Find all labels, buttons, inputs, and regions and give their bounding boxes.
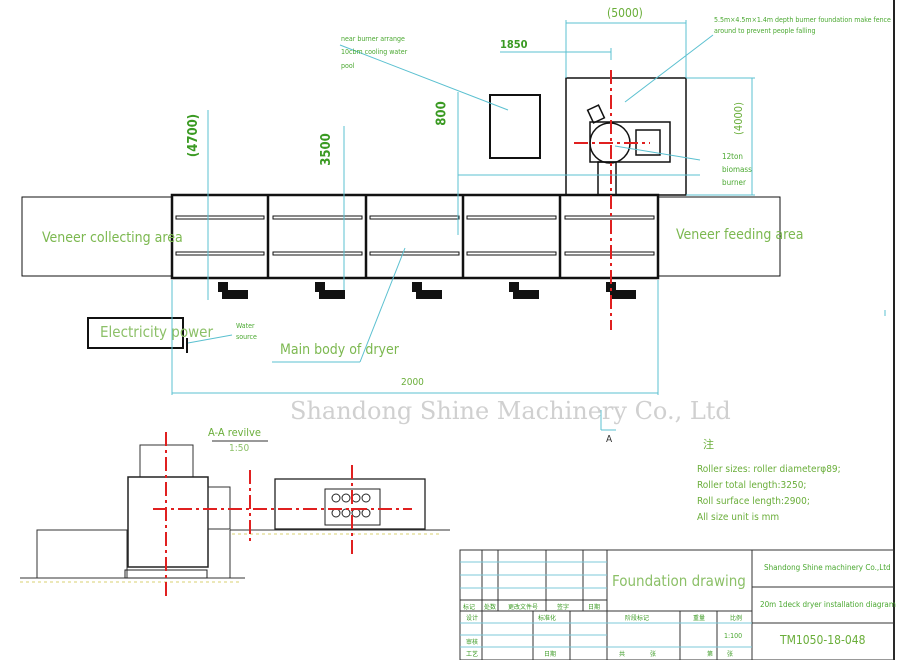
tb-label: 处数	[484, 604, 497, 611]
drawing-number: TM1050-18-048	[780, 633, 866, 647]
electricity-power-box	[87, 317, 184, 349]
label-main-body: Main body of dryer	[280, 342, 399, 358]
dimension-lines	[171, 20, 886, 431]
notes: Roller sizes: roller diameterφ89; Roller…	[697, 462, 841, 526]
note-line: Roller sizes: roller diameterφ89;	[697, 464, 841, 475]
dim-total-length: 2000	[401, 377, 424, 388]
tb-label: 重量	[693, 615, 706, 622]
annotation-cooling-pool-3: pool	[341, 62, 355, 70]
tb-label: 日期	[544, 651, 557, 658]
tb-label: 审核	[466, 639, 479, 646]
annotation-burner: 12ton	[722, 152, 743, 161]
watermark: Shandong Shine Machinery Co., Ltd	[290, 397, 731, 425]
tb-label: 标记	[463, 604, 476, 611]
dim-burner-height: (4000)	[731, 102, 745, 135]
section-marker: A	[606, 434, 613, 445]
dim-mid-depth: 3500	[318, 133, 334, 166]
label-water-source: Water	[236, 322, 255, 330]
tb-label: 阶段标记	[625, 615, 650, 622]
annotation-burner-foundation-2: around to prevent people falling	[714, 27, 816, 35]
tb-label: 共	[619, 651, 626, 658]
dim-pool-offset: 1850	[500, 38, 528, 51]
dim-left-depth: (4700)	[186, 113, 202, 158]
tb-label: 张	[650, 651, 657, 658]
dim-top-width: (5000)	[607, 6, 643, 20]
dim-pool-gap: 800	[434, 101, 450, 126]
label-veneer-feeding: Veneer feeding area	[676, 227, 804, 243]
drawing-scale: 1:100	[724, 632, 743, 640]
section-title: A-A revilve	[208, 426, 261, 439]
burner-foundation	[565, 77, 687, 196]
section-scale: 1:50	[229, 443, 250, 454]
tb-label: 第	[707, 651, 714, 658]
tb-label: 标准化	[538, 615, 557, 622]
annotation-burner-2: biomass	[722, 165, 752, 174]
label-water-source-2: source	[236, 333, 257, 341]
drawing-description: 20m 1deck dryer installation diagram	[760, 600, 896, 609]
tb-label: 签字	[557, 604, 570, 611]
annotation-cooling-pool-2: 10cbm cooling water	[341, 48, 408, 56]
cooling-water-pool	[489, 94, 541, 159]
tb-label: 工艺	[466, 651, 479, 658]
dryer-body	[170, 193, 660, 299]
notes-heading: 注	[703, 438, 714, 451]
section-view-a-a	[20, 432, 450, 600]
label-electricity: Electricity power	[100, 323, 214, 341]
tb-label: 日期	[588, 604, 601, 611]
note-line: Roller total length:3250;	[697, 480, 807, 491]
note-line: Roll surface length:2900;	[697, 496, 810, 507]
label-veneer-collecting: Veneer collecting area	[42, 230, 183, 246]
tb-label: 比例	[730, 615, 743, 622]
annotation-burner-3: burner	[722, 178, 746, 187]
tb-label: 设计	[466, 615, 479, 622]
annotation-burner-foundation: 5.5m×4.5m×1.4m depth burner foundation m…	[714, 16, 891, 24]
company-name: Shandong Shine machinery Co.,Ltd	[764, 563, 891, 572]
tb-label: 更改文件号	[508, 604, 539, 611]
annotation-cooling-pool: near burner arrange	[341, 35, 405, 43]
note-line: All size unit is mm	[697, 512, 780, 523]
title-block	[459, 549, 895, 660]
tb-label: 张	[727, 651, 734, 658]
drawing-name: Foundation drawing	[612, 572, 746, 590]
